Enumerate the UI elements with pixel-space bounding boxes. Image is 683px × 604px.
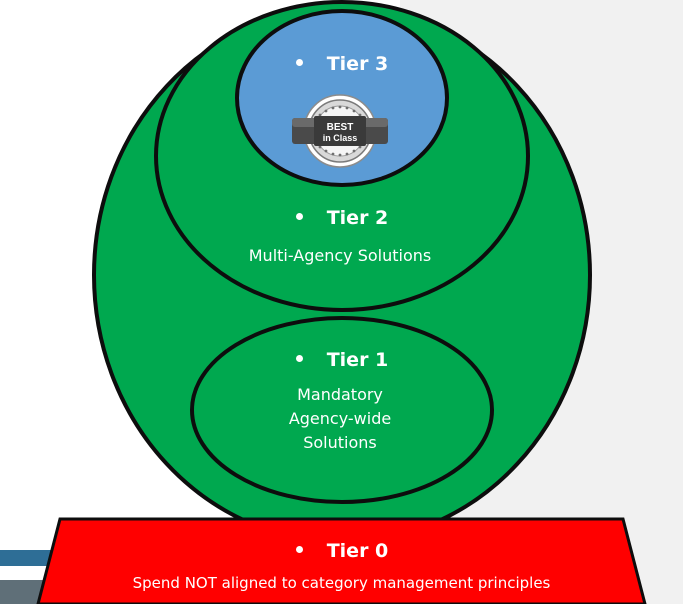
badge-line2: in Class (323, 133, 358, 143)
tier1-description: Mandatory Agency-wide Solutions (240, 383, 440, 455)
tier1-circle (190, 316, 494, 504)
tier2-title: Tier 2 (326, 207, 389, 229)
bullet-icon (295, 213, 303, 220)
tier2-description: Multi-Agency Solutions (248, 246, 432, 265)
bullet-icon (295, 355, 303, 362)
bullet-icon (295, 59, 303, 66)
tier0-title: Tier 0 (326, 540, 389, 562)
tier0-description: Spend NOT aligned to category management… (132, 574, 551, 592)
bullet-icon (295, 546, 303, 553)
badge-line1: BEST (327, 122, 354, 133)
tier3-title: Tier 3 (326, 53, 389, 75)
tier1-description-line: Solutions (303, 433, 377, 452)
tier3-heading: Tier 3 (242, 53, 442, 75)
tier1-title: Tier 1 (326, 349, 389, 371)
tier0-trapezoid (36, 517, 647, 604)
tier2-heading: Tier 2 (242, 207, 442, 229)
tier1-description-line: Agency-wide (288, 409, 392, 428)
tier0-heading: Tier 0 (242, 540, 442, 562)
tier1-description-line: Mandatory (297, 385, 383, 404)
best-in-class-badge-icon: BEST in Class (292, 94, 388, 168)
tier1-heading: Tier 1 (242, 349, 442, 371)
